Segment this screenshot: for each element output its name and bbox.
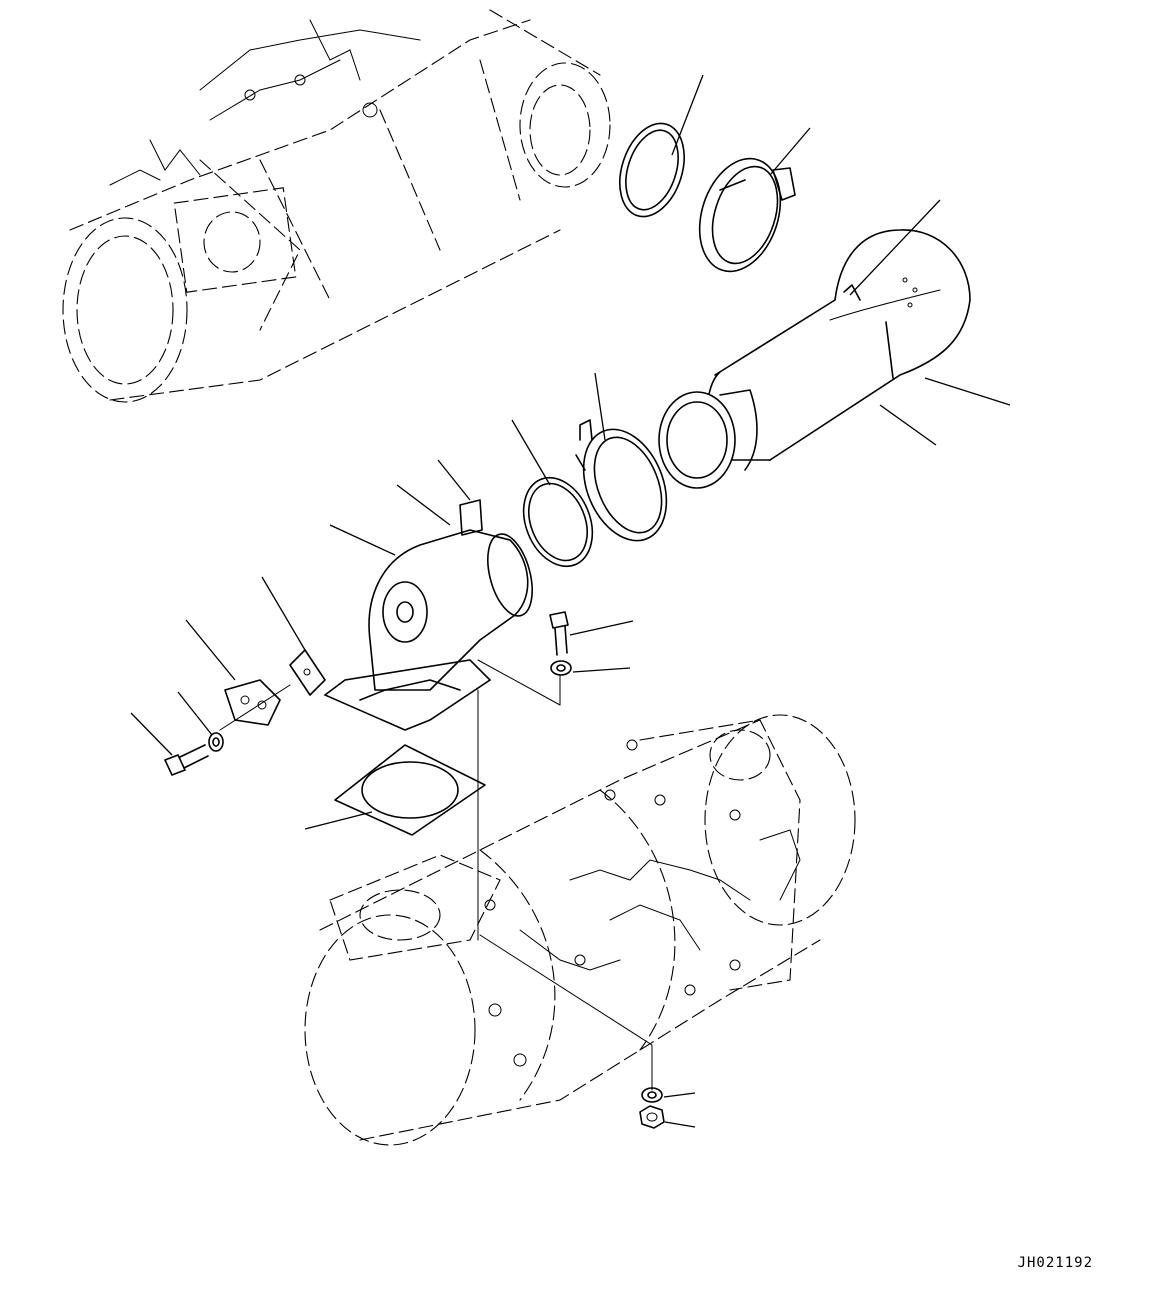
gasket-ring-top [619, 122, 685, 218]
square-gasket [334, 744, 486, 836]
nut-lower [639, 1105, 665, 1129]
exhaust-pipe [658, 229, 971, 489]
gasket-ring-middle [522, 476, 594, 568]
clamp-ring-top [698, 157, 796, 273]
upper-phantom-assembly [62, 9, 611, 403]
washer-right [550, 660, 572, 676]
lower-phantom-assembly [304, 714, 856, 1146]
elbow-pipe [323, 499, 533, 731]
bolt-left [164, 744, 209, 776]
washer-left [208, 732, 224, 752]
leader-lines [130, 74, 1011, 1128]
bolt-right [549, 611, 569, 656]
sensor-plate [289, 649, 326, 696]
drawing-id-label: JH021192 [1017, 1255, 1093, 1271]
sensor-bracket [224, 679, 281, 726]
assembly-guide-lines [219, 659, 653, 1091]
